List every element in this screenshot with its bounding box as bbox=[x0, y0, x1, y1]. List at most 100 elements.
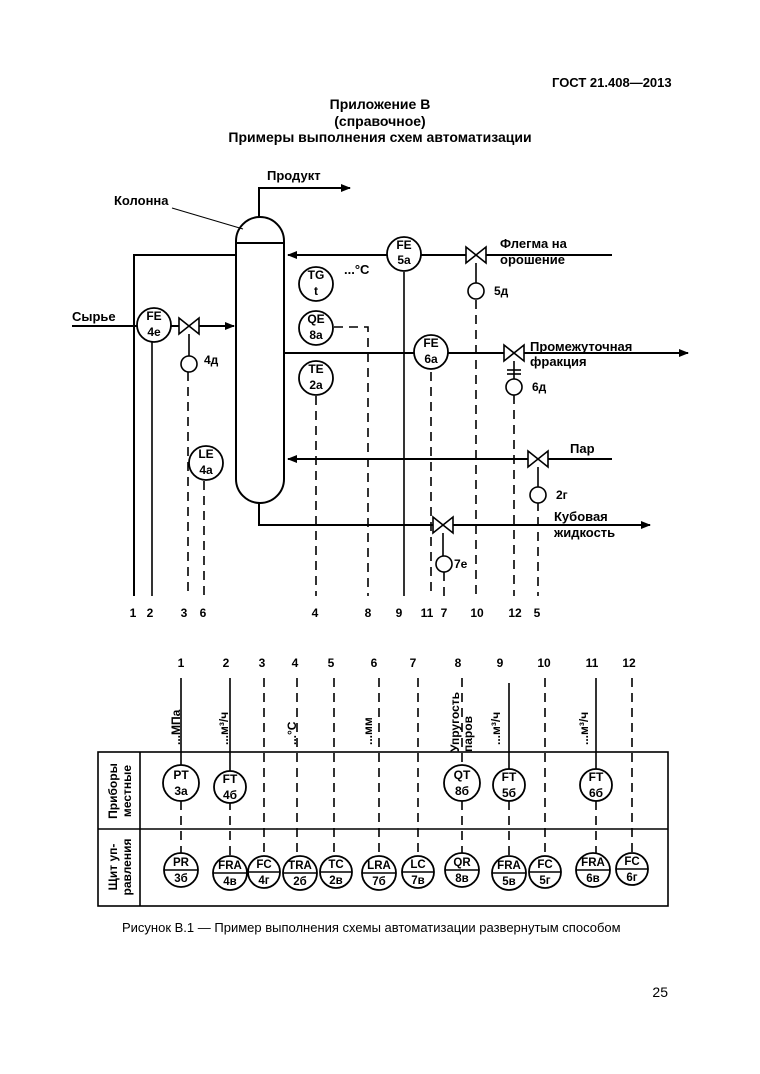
unit-label-vapor-2: паров bbox=[461, 716, 475, 752]
standard-number: ГОСТ 21.408—2013 bbox=[552, 75, 672, 90]
label-intermediate-2: фракция bbox=[530, 354, 587, 369]
instrument-fe-6a bbox=[413, 334, 449, 370]
scheme-line-number: 7 bbox=[441, 606, 448, 620]
scheme-line-number: 4 bbox=[312, 606, 319, 620]
instrument-text: TG bbox=[308, 268, 325, 282]
scheme-line-number: 10 bbox=[470, 606, 484, 620]
board-text: TC bbox=[328, 859, 343, 871]
local-text: FT bbox=[589, 770, 604, 784]
instrument-text: 5а bbox=[397, 253, 411, 267]
board-text: 7в bbox=[411, 875, 424, 887]
local-instrument bbox=[579, 768, 613, 802]
instrument-text: 2а bbox=[309, 378, 323, 392]
label-temp-unit: ...°C bbox=[344, 262, 370, 277]
unit-label-m3h-2: ...м³/ч bbox=[489, 712, 503, 745]
actuator-label-6d: 6д bbox=[532, 380, 547, 394]
unit-label-m3h-1: ...м³/ч bbox=[217, 712, 231, 745]
local-text: 5б bbox=[502, 786, 516, 800]
board-text: 5г bbox=[539, 875, 550, 887]
board-text: 3б bbox=[174, 873, 188, 885]
actuator-label-5d: 5д bbox=[494, 284, 509, 298]
label-product: Продукт bbox=[267, 168, 321, 183]
board-text: 6г bbox=[626, 872, 637, 884]
board-text: FC bbox=[256, 859, 271, 871]
unit-label-mpa: ...МПа bbox=[169, 709, 183, 745]
scheme-line-number: 8 bbox=[365, 606, 372, 620]
instrument-text: t bbox=[314, 284, 318, 298]
panel-line-number: 11 bbox=[586, 656, 599, 670]
bottoms-line bbox=[258, 503, 651, 529]
instrument-fe-5a bbox=[386, 236, 422, 272]
local-instrument bbox=[213, 770, 247, 804]
local-text: 8б bbox=[455, 784, 469, 798]
actuator-5d bbox=[467, 282, 485, 300]
product-line bbox=[258, 184, 351, 217]
appendix-title: Приложение В bbox=[329, 96, 431, 112]
local-text: FT bbox=[223, 772, 238, 786]
unit-label-c: ...°С bbox=[285, 721, 299, 745]
label-reflux-1: Флегма на bbox=[500, 236, 568, 251]
board-text: 2б bbox=[293, 876, 307, 888]
board-text: QR bbox=[453, 857, 471, 869]
instrument-qe-8a bbox=[298, 310, 334, 346]
local-text: 4б bbox=[223, 788, 237, 802]
actuator-4d bbox=[180, 355, 198, 373]
unit-label-mm: ...мм bbox=[361, 717, 375, 745]
board-text: LC bbox=[410, 859, 425, 871]
figure-caption: Рисунок В.1 — Пример выполнения схемы ав… bbox=[122, 920, 621, 935]
board-text: FRA bbox=[581, 857, 605, 869]
panel-line-number: 8 bbox=[455, 656, 462, 670]
scheme-line-number: 6 bbox=[200, 606, 207, 620]
local-text: FT bbox=[502, 770, 517, 784]
actuator-7e bbox=[435, 555, 453, 573]
actuator-label-2g: 2г bbox=[556, 488, 568, 502]
local-text: QT bbox=[454, 768, 471, 782]
label-bottoms-2: жидкость bbox=[553, 525, 615, 540]
scheme-line-number: 5 bbox=[534, 606, 541, 620]
board-text: 6в bbox=[586, 873, 599, 885]
row-board-1: Щит уп- bbox=[106, 844, 120, 891]
panel-line-number: 12 bbox=[622, 656, 636, 670]
unit-label-m3h-3: ...м³/ч bbox=[577, 712, 591, 745]
unit-label-vapor-1: Упругость bbox=[448, 692, 462, 752]
scheme-line-number: 9 bbox=[396, 606, 403, 620]
instrument-te-2a bbox=[298, 360, 334, 396]
label-column: Колонна bbox=[114, 193, 169, 208]
scheme-line-number: 3 bbox=[181, 606, 188, 620]
instrument-text: 4а bbox=[199, 463, 213, 477]
scheme-line-number: 12 bbox=[508, 606, 522, 620]
actuator-2g bbox=[529, 486, 547, 504]
panel-line-number: 2 bbox=[223, 656, 230, 670]
board-text: 5в bbox=[502, 876, 515, 888]
scheme-line-number: 1 bbox=[130, 606, 137, 620]
instrument-text: TE bbox=[308, 362, 323, 376]
board-text: 2в bbox=[329, 875, 342, 887]
local-instrument bbox=[443, 764, 481, 802]
label-steam: Пар bbox=[570, 441, 595, 456]
actuator-6d bbox=[505, 378, 523, 396]
panel-line-number: 10 bbox=[537, 656, 551, 670]
instrument-fe-4e bbox=[136, 307, 172, 343]
panel-line-number: 6 bbox=[371, 656, 378, 670]
board-text: PR bbox=[173, 857, 190, 869]
local-text: 6б bbox=[589, 786, 603, 800]
panel-line-number: 5 bbox=[328, 656, 335, 670]
distillation-column bbox=[235, 216, 285, 504]
label-bottoms-1: Кубовая bbox=[554, 509, 608, 524]
label-feed: Сырье bbox=[72, 309, 116, 324]
local-text: PT bbox=[173, 768, 189, 782]
instrument-text: 4е bbox=[147, 325, 161, 339]
instrument-le-4a bbox=[188, 445, 224, 481]
instrument-text: 8а bbox=[309, 328, 323, 342]
row-board-2: равления bbox=[120, 839, 134, 896]
instrument-text: FE bbox=[146, 309, 161, 323]
row-local-2: местные bbox=[120, 765, 134, 817]
panel-line-number: 3 bbox=[259, 656, 266, 670]
instrument-text: FE bbox=[396, 238, 411, 252]
actuator-label-4d: 4д bbox=[204, 353, 219, 367]
page-number: 25 bbox=[652, 984, 668, 1000]
panel-line-number: 9 bbox=[497, 656, 504, 670]
scheme-line-number: 11 bbox=[421, 606, 434, 620]
board-text: 4в bbox=[223, 876, 236, 888]
